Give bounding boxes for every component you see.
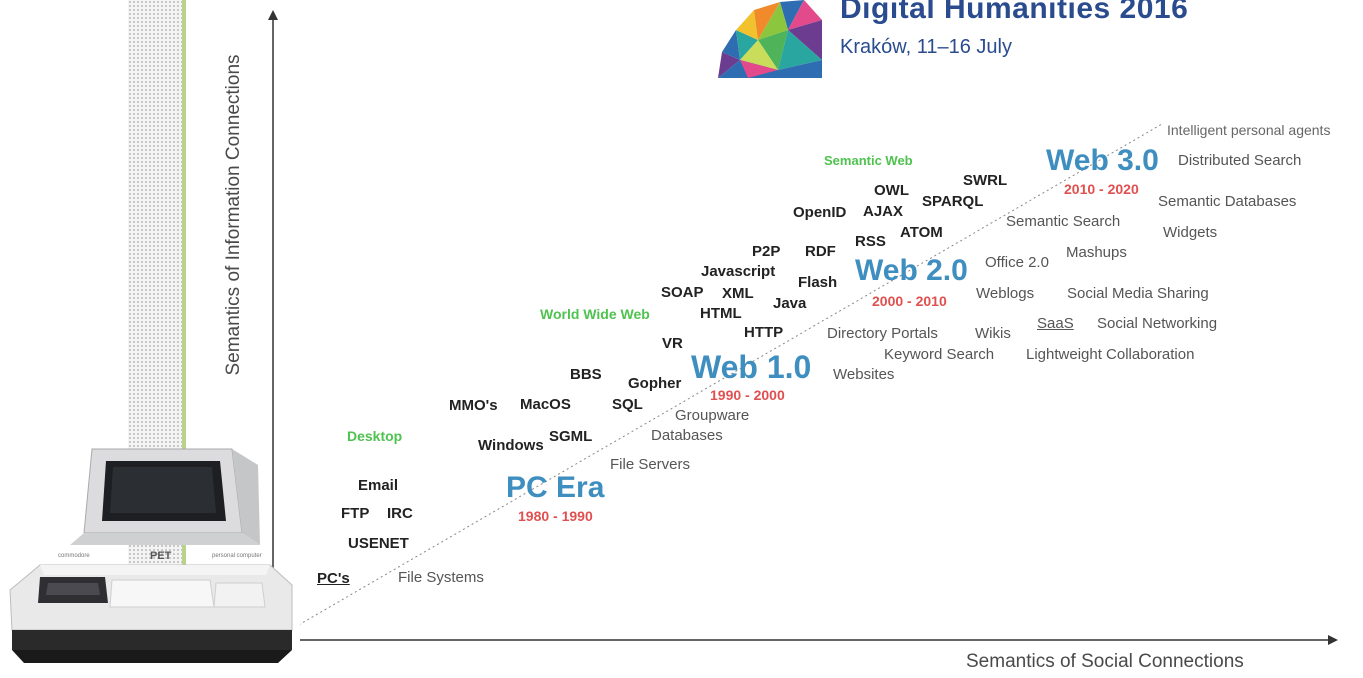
tech-javascript: Javascript bbox=[701, 263, 776, 280]
tech-html: HTML bbox=[700, 305, 742, 322]
tech-pcs: PC's bbox=[317, 570, 350, 587]
service-websites: Websites bbox=[833, 366, 895, 383]
category-semantic-web: Semantic Web bbox=[824, 153, 913, 168]
service-databases: Databases bbox=[651, 427, 723, 444]
service-widgets: Widgets bbox=[1163, 224, 1218, 241]
era-web3-title: Web 3.0 bbox=[1046, 144, 1159, 177]
tech-usenet: USENET bbox=[348, 535, 409, 552]
tech-swrl: SWRL bbox=[963, 172, 1008, 189]
era-web2-years: 2000 - 2010 bbox=[872, 293, 947, 309]
tech-gopher: Gopher bbox=[628, 375, 682, 392]
x-axis-label: Semantics of Social Connections bbox=[966, 651, 1244, 672]
era-pc-years: 1980 - 1990 bbox=[518, 508, 593, 524]
era-pc-title: PC Era bbox=[506, 471, 605, 504]
tech-bbs: BBS bbox=[570, 366, 602, 383]
left-green-bar bbox=[182, 0, 186, 678]
era-web1-years: 1990 - 2000 bbox=[710, 387, 785, 403]
tech-ajax: AJAX bbox=[863, 203, 904, 220]
era-web2-title: Web 2.0 bbox=[855, 254, 968, 287]
y-axis-label: Semantics of Information Connections bbox=[223, 54, 244, 376]
tech-ftp: FTP bbox=[341, 505, 370, 522]
tech-soap: SOAP bbox=[661, 284, 704, 301]
service-weblogs: Weblogs bbox=[976, 285, 1035, 302]
tech-mmos: MMO's bbox=[449, 397, 498, 414]
tech-email: Email bbox=[358, 477, 399, 494]
service-lightweight-collaboration: Lightweight Collaboration bbox=[1026, 346, 1195, 363]
tech-rdf: RDF bbox=[805, 243, 836, 260]
dh-logo bbox=[718, 0, 822, 78]
service-distributed-search: Distributed Search bbox=[1178, 152, 1302, 169]
tech-sgml: SGML bbox=[549, 428, 593, 445]
category-world-wide-web: World Wide Web bbox=[540, 306, 650, 322]
service-social-media-sharing: Social Media Sharing bbox=[1067, 285, 1209, 302]
service-mashups: Mashups bbox=[1066, 244, 1127, 261]
computer-tagline: personal computer bbox=[212, 553, 262, 559]
computer-brand: commodore bbox=[58, 553, 90, 559]
tech-openid: OpenID bbox=[793, 204, 847, 221]
x-axis-arrow bbox=[1328, 635, 1338, 645]
service-directory-portals: Directory Portals bbox=[827, 325, 938, 342]
tech-owl: OWL bbox=[874, 182, 909, 199]
service-office-20: Office 2.0 bbox=[985, 254, 1049, 271]
service-file-systems: File Systems bbox=[398, 569, 484, 586]
y-axis-arrow bbox=[268, 10, 278, 20]
era-web3-years: 2010 - 2020 bbox=[1064, 181, 1139, 197]
tech-flash: Flash bbox=[798, 274, 838, 291]
service-intelligent-personal-agents: Intelligent personal agents bbox=[1167, 122, 1331, 138]
commodore-pet-computer: commodore PET personal computer bbox=[0, 448, 300, 678]
tech-vr: VR bbox=[662, 335, 683, 352]
tech-atom: ATOM bbox=[900, 224, 943, 241]
tech-irc: IRC bbox=[387, 505, 413, 522]
service-social-networking: Social Networking bbox=[1097, 315, 1218, 332]
conference-subtitle: Kraków, 11–16 July bbox=[840, 36, 1012, 58]
tech-macos: MacOS bbox=[520, 396, 571, 413]
service-keyword-search: Keyword Search bbox=[884, 346, 995, 363]
service-semantic-databases: Semantic Databases bbox=[1158, 193, 1297, 210]
tech-sparql: SPARQL bbox=[922, 193, 984, 210]
category-desktop: Desktop bbox=[347, 428, 403, 444]
service-wikis: Wikis bbox=[975, 325, 1011, 342]
computer-model: PET bbox=[150, 550, 172, 562]
trend-line bbox=[289, 123, 1163, 631]
tech-rss: RSS bbox=[855, 233, 886, 250]
tech-sql: SQL bbox=[612, 396, 643, 413]
service-saas: SaaS bbox=[1037, 315, 1074, 332]
service-groupware: Groupware bbox=[675, 407, 750, 424]
service-file-servers: File Servers bbox=[610, 456, 691, 473]
tech-java: Java bbox=[773, 295, 807, 312]
tech-p2p: P2P bbox=[752, 243, 781, 260]
conference-title: Digital Humanities 2016 bbox=[840, 0, 1189, 25]
tech-windows: Windows bbox=[478, 437, 544, 454]
tech-http: HTTP bbox=[744, 324, 784, 341]
era-web1-title: Web 1.0 bbox=[691, 349, 812, 385]
service-semantic-search: Semantic Search bbox=[1006, 213, 1121, 230]
tech-xml: XML bbox=[722, 285, 754, 302]
